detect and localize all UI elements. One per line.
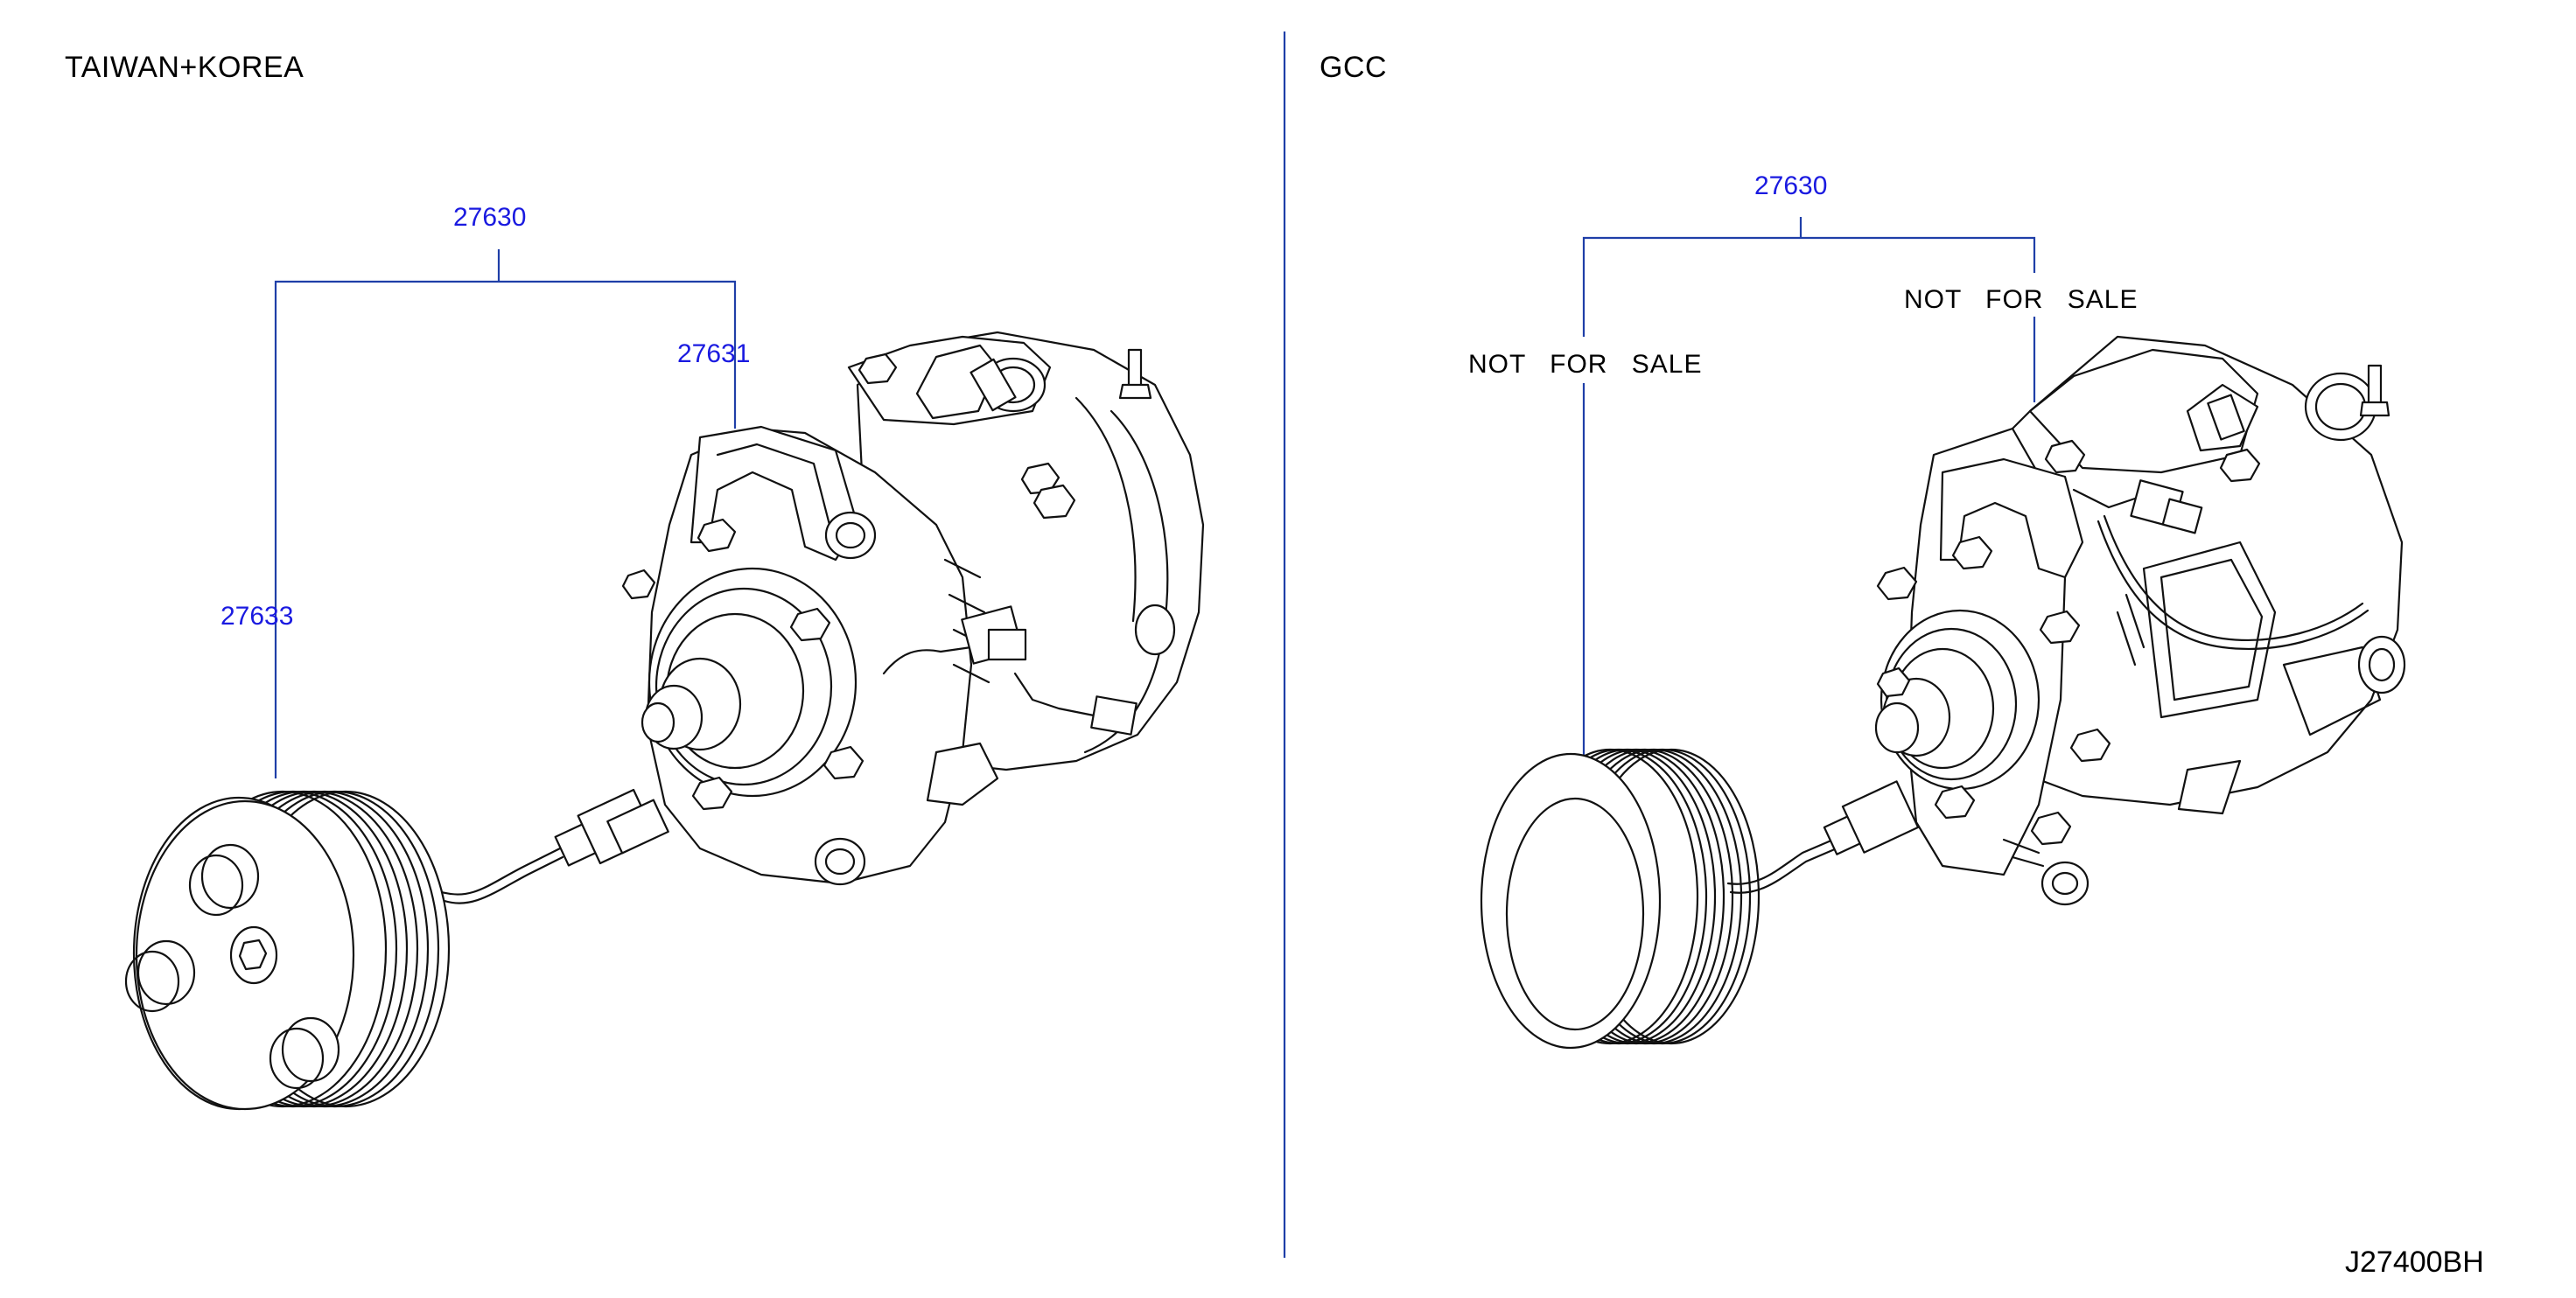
panel-title-right: GCC <box>1320 51 1388 84</box>
panel-title-left: TAIWAN+KOREA <box>65 51 304 84</box>
drawing-code: J27400BH <box>2345 1246 2484 1279</box>
part-number-assembly-right[interactable]: 27630 <box>1754 171 1828 200</box>
right-leader-lines <box>1582 217 2036 757</box>
left-clutch-pulley <box>124 788 669 1111</box>
right-clutch-pulley <box>1480 748 1920 1050</box>
not-for-sale-clutch-right: NOT FOR SALE <box>1468 350 1703 379</box>
left-leader-lines <box>274 249 737 778</box>
part-number-assembly-left[interactable]: 27630 <box>453 203 527 232</box>
not-for-sale-compressor-right: NOT FOR SALE <box>1904 285 2138 314</box>
part-number-compressor-left[interactable]: 27631 <box>677 339 751 368</box>
right-compressor <box>1874 335 2406 906</box>
part-number-clutch-left[interactable]: 27633 <box>220 602 294 631</box>
left-compressor <box>621 331 1205 886</box>
